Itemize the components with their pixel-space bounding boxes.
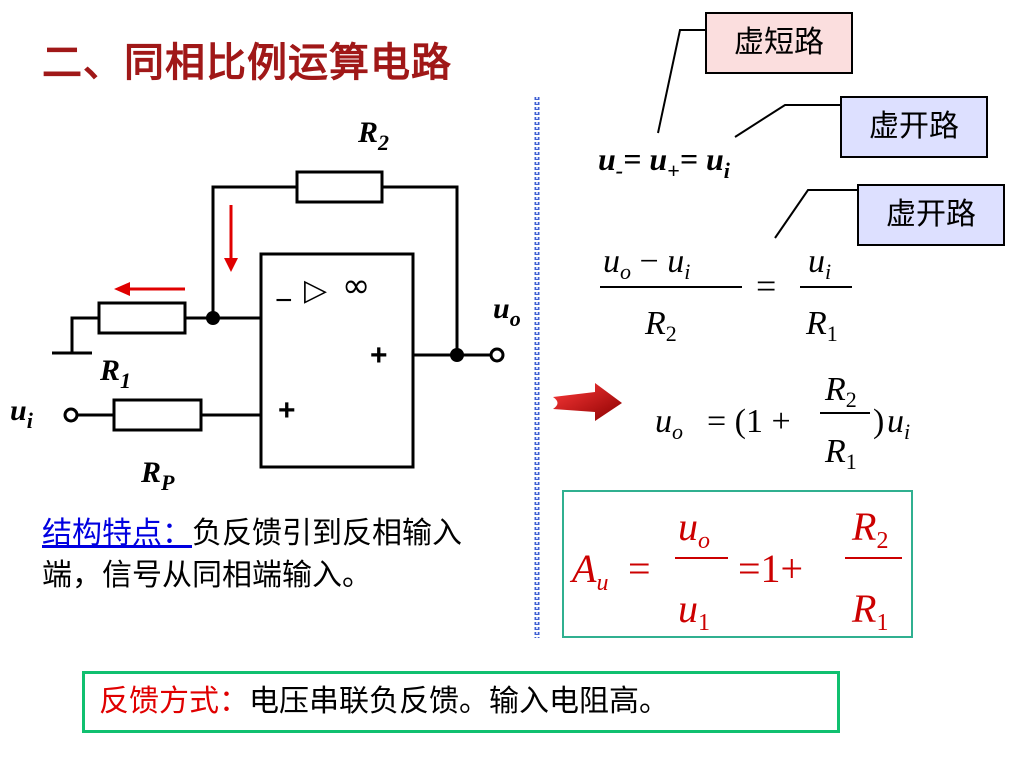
opamp-plus-input: +	[278, 394, 296, 427]
gain-formula-box	[562, 490, 913, 638]
label-ui: u	[10, 394, 27, 427]
svg-text:R2: R2	[357, 116, 389, 155]
svg-text:=: =	[756, 266, 776, 306]
svg-text:= (1 +: = (1 +	[707, 403, 791, 440]
svg-text:uo − ui: uo − ui	[603, 243, 690, 284]
junction-output	[450, 348, 464, 362]
feedback-text: 电压串联负反馈。输入电阻高。	[249, 684, 669, 719]
structure-features: 结构特点：负反馈引到反相输入端，信号从同相端输入。	[42, 513, 492, 597]
resistor-r1	[97, 301, 187, 335]
svg-text:ui: ui	[10, 394, 34, 433]
label-rp: R	[140, 456, 161, 489]
opamp-minus-sign: −	[275, 284, 293, 317]
equation-output: uo = (1 + R2 R1 ) ui	[655, 371, 910, 474]
input-terminal	[63, 407, 79, 423]
feedback-wire	[211, 185, 297, 318]
equation-gain: Au = uo u1 =1+ R2 R1	[569, 504, 902, 636]
svg-text:R1: R1	[805, 305, 838, 346]
opamp-plus-output: +	[370, 339, 388, 372]
leader-virtual-short	[657, 29, 705, 134]
virtual-open-tag-2: 虚开路	[857, 184, 1005, 246]
current-arrow-down	[224, 205, 238, 272]
op-amp-box	[259, 252, 415, 469]
svg-text:R1: R1	[99, 354, 131, 393]
resistor-r2	[295, 170, 384, 204]
svg-text:uo: uo	[493, 292, 521, 331]
svg-text:=1+: =1+	[738, 546, 803, 591]
svg-text:): )	[873, 403, 884, 440]
svg-text:=: =	[628, 546, 651, 591]
page-title: 二、同相比例运算电路	[42, 40, 452, 86]
opamp-triangle: ▷	[304, 273, 327, 308]
implies-arrow	[553, 383, 622, 421]
svg-text:ui: ui	[808, 243, 831, 284]
svg-text:R1: R1	[824, 433, 857, 474]
feedback-type-box: 反馈方式：电压串联负反馈。输入电阻高。	[82, 671, 840, 733]
svg-text:RP: RP	[140, 456, 175, 495]
leader-virtual-open-2	[774, 189, 857, 239]
features-text: 负反馈引到反相输入端，信号从同相端输入。	[42, 516, 462, 593]
svg-text:ui: ui	[887, 403, 910, 444]
svg-text:R2: R2	[644, 305, 677, 346]
junction-inverting	[206, 311, 220, 325]
svg-text:R2: R2	[824, 371, 857, 412]
virtual-short-tag: 虚短路	[705, 12, 853, 74]
opamp-infinity: ∞	[342, 266, 370, 306]
label-uo: u	[493, 292, 510, 325]
equation-current-balance: uo − ui R2 = ui R1	[600, 243, 852, 346]
virtual-open-tag-1: 虚开路	[840, 96, 988, 158]
leader-virtual-open-1	[734, 104, 840, 138]
output-terminal	[489, 347, 505, 363]
equation-virtual-short: u-= u+= ui	[598, 141, 731, 183]
label-r1: R	[99, 354, 120, 387]
svg-text:uo: uo	[655, 403, 683, 444]
feedback-label: 反馈方式：	[99, 684, 249, 719]
svg-text:u-= u+= ui: u-= u+= ui	[598, 141, 731, 183]
label-r2: R	[357, 116, 378, 149]
current-arrow-left	[114, 282, 185, 296]
resistor-rp	[112, 398, 203, 432]
features-label: 结构特点：	[42, 516, 192, 551]
